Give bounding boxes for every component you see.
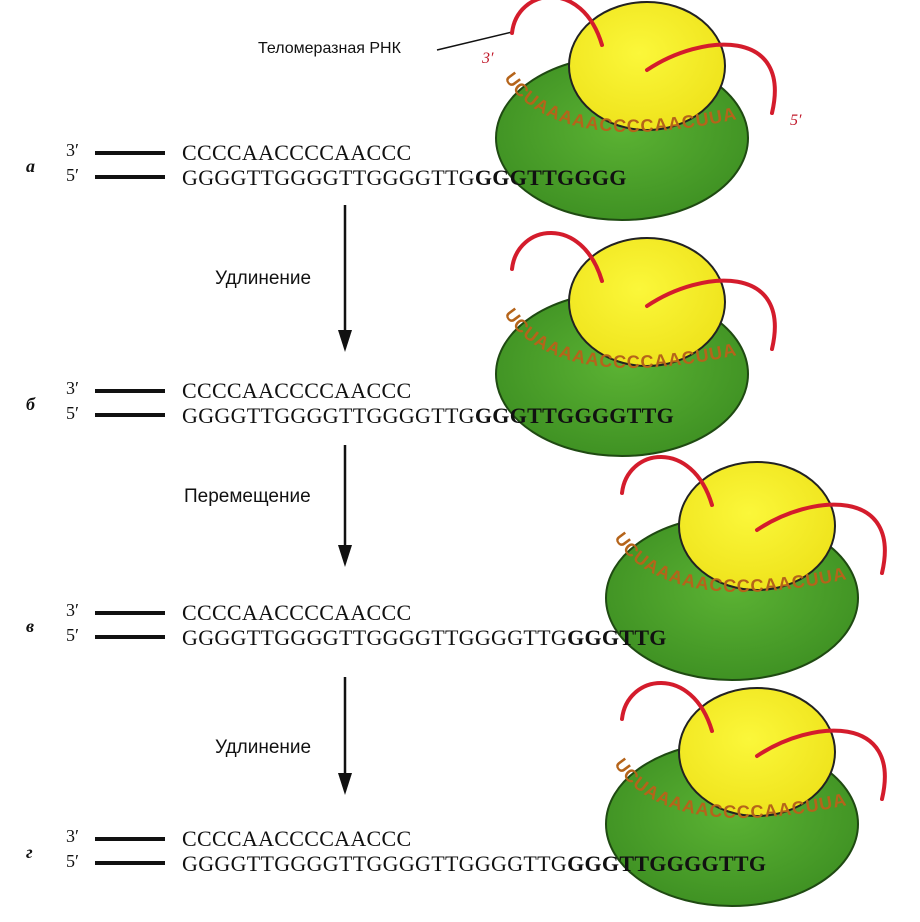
bottom-strand-template: GGGGTTGGGGTTGGGGTTGGGGTTG bbox=[182, 851, 568, 876]
strand-bar-bottom bbox=[95, 861, 165, 865]
arrow-2 bbox=[338, 445, 352, 567]
strand-5prime-label: 5′ bbox=[66, 625, 79, 645]
yellow-subunit bbox=[678, 461, 836, 591]
strand-5prime-label: 5′ bbox=[66, 165, 79, 185]
bottom-strand-sequence: GGGGTTGGGGTTGGGGTTGGGGTTGGGG bbox=[182, 167, 627, 189]
bottom-strand-synthesized: GGGTTGGGGTTG bbox=[567, 851, 767, 876]
bottom-strand-synthesized: GGGTTGGGGTTG bbox=[474, 403, 675, 428]
telomerase-enzyme: UCUAAAAACCCCAACUUA bbox=[605, 455, 887, 681]
rna-strand bbox=[620, 455, 714, 507]
top-strand-sequence: CCCCAACCCCAACCC bbox=[182, 140, 412, 165]
rna-strand bbox=[645, 278, 777, 351]
strand-bar-top bbox=[95, 611, 165, 615]
bottom-strand-template: GGGGTTGGGGTTGGGGTTG bbox=[182, 403, 475, 428]
rna-strand bbox=[510, 0, 604, 47]
telomerase-enzyme: UCUAAAAACCCCAACUUA bbox=[495, 231, 777, 457]
step-letter: г bbox=[26, 842, 33, 862]
bottom-strand-synthesized: GGGTTGGGG bbox=[474, 165, 627, 190]
arrow-1 bbox=[338, 205, 352, 352]
top-strand-sequence: CCCCAACCCCAACCC bbox=[182, 378, 412, 403]
rna-strand bbox=[755, 502, 887, 575]
bottom-strand-sequence: GGGGTTGGGGTTGGGGTTGGGGTTGGGGTTG bbox=[182, 405, 674, 427]
step-letter: в bbox=[26, 616, 35, 636]
strand-bar-bottom bbox=[95, 175, 165, 179]
top-strand-sequence: CCCCAACCCCAACCC bbox=[182, 600, 412, 625]
bottom-strand-template: GGGGTTGGGGTTGGGGTTG bbox=[182, 165, 475, 190]
strand-bar-top bbox=[95, 151, 165, 155]
rna-3prime-label: 3′ bbox=[482, 50, 494, 67]
step-letter: б bbox=[26, 394, 35, 414]
strand-bar-top bbox=[95, 389, 165, 393]
strand-bar-top bbox=[95, 837, 165, 841]
strand-3prime-label: 3′ bbox=[66, 600, 79, 620]
bottom-strand-sequence: GGGGTTGGGGTTGGGGTTGGGGTTGGGGTTG bbox=[182, 627, 667, 649]
strand-3prime-label: 3′ bbox=[66, 378, 79, 398]
step-letter: а bbox=[26, 156, 35, 176]
transition-label-elongation-1: Удлинение bbox=[215, 268, 312, 289]
transition-label-translocation: Перемещение bbox=[184, 486, 311, 507]
rna-strand bbox=[755, 728, 887, 801]
yellow-subunit bbox=[678, 687, 836, 817]
rna-caption: Теломеразная РНК bbox=[258, 40, 401, 57]
telomerase-enzyme: UCUAAAAACCCCAACUUA bbox=[605, 681, 887, 907]
rna-strand bbox=[645, 42, 777, 115]
top-strand-sequence: CCCCAACCCCAACCC bbox=[182, 826, 412, 851]
strand-bar-bottom bbox=[95, 635, 165, 639]
rna-strand bbox=[620, 681, 714, 733]
telomerase-enzyme: UCUAAAAACCCCAACUUA bbox=[495, 0, 777, 221]
transition-label-elongation-2: Удлинение bbox=[215, 737, 312, 758]
strand-3prime-label: 3′ bbox=[66, 826, 79, 846]
yellow-subunit bbox=[568, 1, 726, 131]
rna-strand bbox=[510, 231, 604, 283]
rna-caption-leader bbox=[436, 31, 513, 51]
strand-bar-bottom bbox=[95, 413, 165, 417]
rna-5prime-label: 5′ bbox=[790, 112, 802, 129]
bottom-strand-synthesized: GGGTTG bbox=[567, 625, 667, 650]
bottom-strand-template: GGGGTTGGGGTTGGGGTTGGGGTTG bbox=[182, 625, 568, 650]
strand-5prime-label: 5′ bbox=[66, 851, 79, 871]
strand-5prime-label: 5′ bbox=[66, 403, 79, 423]
arrow-3 bbox=[338, 677, 352, 795]
bottom-strand-sequence: GGGGTTGGGGTTGGGGTTGGGGTTGGGGTTGGGGTTG bbox=[182, 853, 766, 875]
strand-3prime-label: 3′ bbox=[66, 140, 79, 160]
yellow-subunit bbox=[568, 237, 726, 367]
